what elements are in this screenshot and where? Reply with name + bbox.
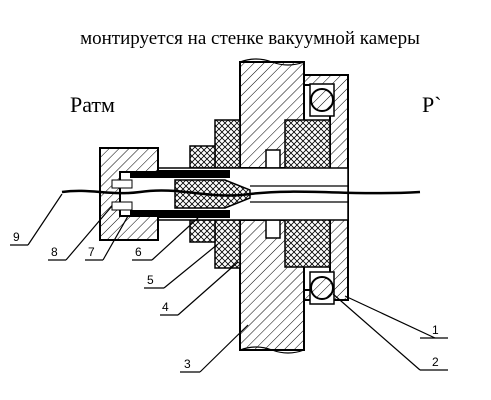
callout-6: 6	[135, 245, 142, 259]
pressure-vacuum-label: Р`	[422, 92, 442, 117]
chamber-wall	[239, 58, 305, 354]
callout-1: 1	[432, 323, 439, 337]
wire	[61, 189, 421, 197]
gland-tube	[119, 167, 349, 221]
cap-nut	[99, 147, 159, 241]
callout-numbers: 1 2 3 4 5 6 7 8 9	[13, 230, 439, 371]
callout-2: 2	[432, 355, 439, 369]
caption: монтируется на стенке вакуумной камеры	[80, 28, 420, 49]
callout-9: 9	[13, 230, 20, 244]
callout-3: 3	[184, 357, 191, 371]
callout-leaders	[10, 193, 448, 373]
callout-7: 7	[88, 245, 95, 259]
insulator-body	[189, 119, 241, 269]
pressure-atm-label: Ратм	[70, 92, 115, 117]
callout-8: 8	[51, 245, 58, 259]
callout-4: 4	[162, 300, 169, 314]
o-ring-seals	[309, 83, 335, 305]
callout-5: 5	[147, 273, 154, 287]
